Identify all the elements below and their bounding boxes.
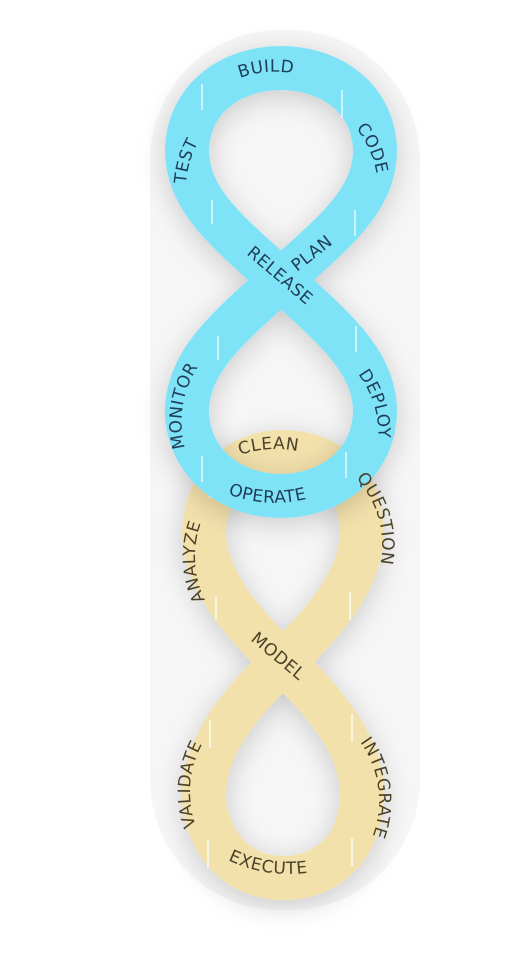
devops-loop-segment-dividers: [201, 84, 357, 482]
devops-loop-band: [165, 46, 397, 518]
devops-loop: [165, 46, 397, 518]
